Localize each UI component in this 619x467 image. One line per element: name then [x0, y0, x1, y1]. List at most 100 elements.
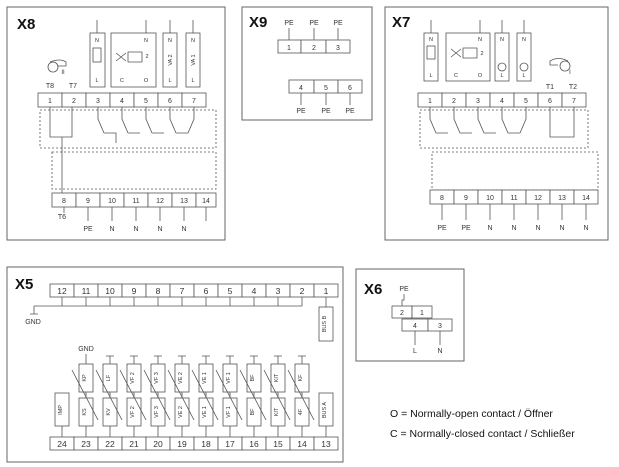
svg-text:4: 4	[252, 286, 257, 296]
svg-text:14: 14	[202, 198, 210, 205]
svg-text:1: 1	[48, 98, 52, 105]
svg-text:N: N	[559, 225, 564, 232]
svg-text:4: 4	[120, 98, 124, 105]
svg-text:N: N	[157, 226, 162, 233]
svg-text:9: 9	[86, 198, 90, 205]
svg-text:PE: PE	[437, 225, 447, 232]
x8-components: N L N 2 C O N VA 2 L N VA 1 L	[89, 20, 201, 88]
svg-text:L: L	[191, 78, 194, 84]
x8-top-label-1: T7	[69, 83, 77, 90]
va2-box	[162, 32, 178, 88]
svg-text:BUS B: BUS B	[322, 315, 328, 332]
svg-text:7: 7	[192, 98, 196, 105]
svg-text:22: 22	[105, 439, 115, 449]
svg-text:3: 3	[438, 323, 442, 330]
svg-text:BF: BF	[250, 408, 256, 416]
panel-x9-frame	[241, 6, 373, 121]
svg-text:2: 2	[72, 98, 76, 105]
svg-text:I: I	[569, 70, 571, 76]
svg-text:1: 1	[420, 310, 424, 317]
svg-text:4F: 4F	[298, 408, 304, 415]
svg-text:GND: GND	[25, 319, 41, 326]
svg-text:2: 2	[400, 310, 404, 317]
svg-text:N: N	[487, 225, 492, 232]
mixer-actuator-icon-x7	[445, 32, 491, 82]
svg-text:PE: PE	[345, 108, 355, 115]
panel-x8: X8 II T8 T7 N L N 2 C O N VA 2 L	[6, 6, 226, 241]
panel-x6: X6 PE 2 1 4 3 L N	[355, 268, 465, 362]
svg-text:KV: KV	[106, 408, 112, 416]
svg-text:12: 12	[156, 198, 164, 205]
svg-text:KP: KP	[82, 374, 88, 382]
svg-text:12: 12	[534, 195, 542, 202]
svg-text:BUS A: BUS A	[322, 402, 328, 419]
panel-x7-title: X7	[392, 14, 410, 31]
svg-text:IMP: IMP	[58, 405, 64, 415]
svg-text:7: 7	[572, 98, 576, 105]
svg-text:6: 6	[348, 85, 352, 92]
relay-icon	[89, 32, 106, 88]
svg-text:L: L	[168, 78, 171, 84]
svg-text:N: N	[500, 37, 504, 43]
panel-x8-frame	[6, 6, 226, 241]
svg-text:13: 13	[180, 198, 188, 205]
svg-text:N: N	[429, 37, 433, 43]
x5-sensors: KP LF VF 2 VF 3 VE 2 VE 1 VF 1 BF KIT KF…	[71, 354, 315, 437]
svg-text:BF: BF	[250, 374, 256, 382]
svg-text:VF 1: VF 1	[226, 372, 232, 384]
panel-x7-frame	[384, 6, 609, 241]
svg-text:KIT: KIT	[274, 373, 280, 382]
svg-text:5: 5	[324, 85, 328, 92]
svg-text:N: N	[109, 226, 114, 233]
svg-text:4: 4	[299, 85, 303, 92]
svg-text:16: 16	[249, 439, 259, 449]
panel-x5-frame	[6, 266, 344, 463]
panel-x6-title: X6	[364, 281, 382, 298]
pump-icon-x7	[549, 58, 571, 72]
x7-bottom-strip: 8 9 10 11 12 13 14 PE PE N N N N N	[429, 189, 599, 232]
svg-text:14: 14	[297, 439, 307, 449]
svg-text:20: 20	[153, 439, 163, 449]
svg-text:10: 10	[486, 195, 494, 202]
svg-text:5: 5	[228, 286, 233, 296]
x8-roman: II	[61, 70, 65, 76]
svg-text:N: N	[95, 38, 99, 44]
svg-text:L: L	[413, 348, 417, 355]
svg-text:N: N	[478, 37, 482, 43]
svg-text:C: C	[454, 73, 458, 79]
svg-text:11: 11	[132, 198, 139, 205]
svg-text:8: 8	[156, 286, 161, 296]
svg-text:N: N	[583, 225, 588, 232]
mixer-actuator-icon	[110, 32, 157, 88]
svg-text:L: L	[500, 73, 503, 79]
svg-text:13: 13	[558, 195, 566, 202]
svg-text:19: 19	[177, 439, 187, 449]
svg-text:T6: T6	[58, 214, 66, 221]
svg-text:21: 21	[129, 439, 139, 449]
pump-icon	[47, 59, 67, 73]
svg-text:C: C	[120, 78, 124, 84]
svg-text:11: 11	[510, 195, 517, 202]
x7-components: N L N 2 C O N L N L	[423, 20, 532, 82]
svg-text:KIT: KIT	[274, 407, 280, 416]
svg-text:2: 2	[480, 51, 483, 57]
svg-text:3: 3	[476, 98, 480, 105]
svg-text:N: N	[181, 226, 186, 233]
svg-text:VE 2: VE 2	[178, 406, 184, 418]
svg-text:12: 12	[57, 286, 67, 296]
svg-text:VF 3: VF 3	[154, 372, 160, 384]
svg-text:PE: PE	[461, 225, 471, 232]
svg-text:VE 2: VE 2	[178, 372, 184, 384]
svg-text:9: 9	[132, 286, 137, 296]
svg-text:2: 2	[452, 98, 456, 105]
x8-top-strip: 1 2 3 4 5 6 7	[37, 92, 207, 108]
svg-text:T2: T2	[569, 84, 577, 91]
svg-text:5: 5	[144, 98, 148, 105]
svg-text:N: N	[133, 226, 138, 233]
panel-x9: X9 PE PE PE 1 2 3 4 5 6 PE PE PE	[241, 6, 373, 121]
svg-text:3: 3	[276, 286, 281, 296]
panel-x5-title: X5	[15, 276, 33, 293]
svg-text:9: 9	[464, 195, 468, 202]
svg-text:1: 1	[428, 98, 432, 105]
